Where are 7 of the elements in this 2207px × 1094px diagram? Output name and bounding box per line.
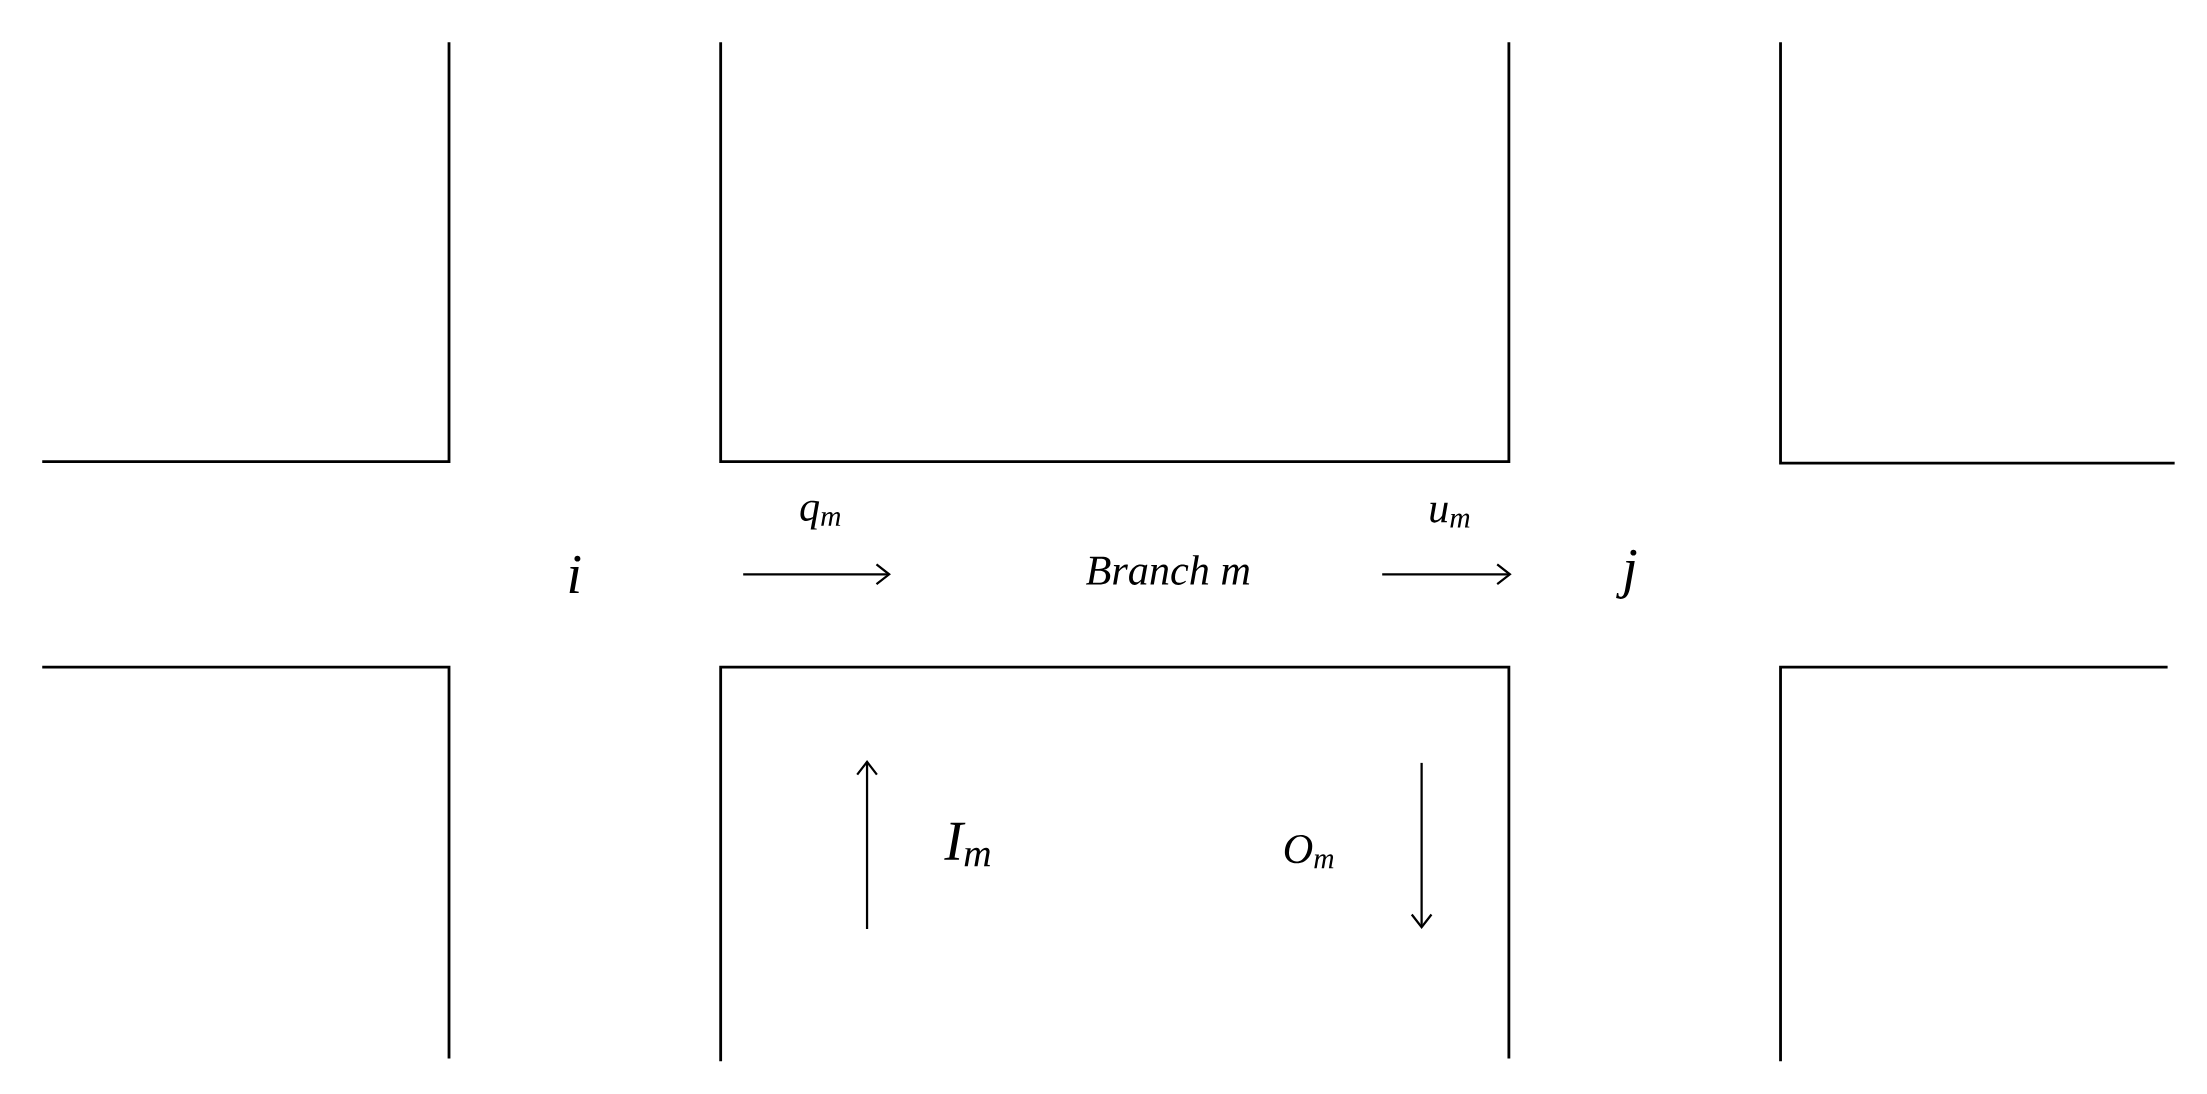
road-label: q$_{m}$: [800, 500, 841, 530]
road-label: u$_{m}$: [1430, 503, 1470, 528]
road-label: j: [1616, 549, 1637, 600]
road-label: I$_{m}$: [944, 823, 990, 867]
road-label: i: [569, 555, 581, 594]
road-label: Branch m: [1086, 555, 1250, 586]
road-label: O$_{m}$: [1284, 835, 1334, 869]
